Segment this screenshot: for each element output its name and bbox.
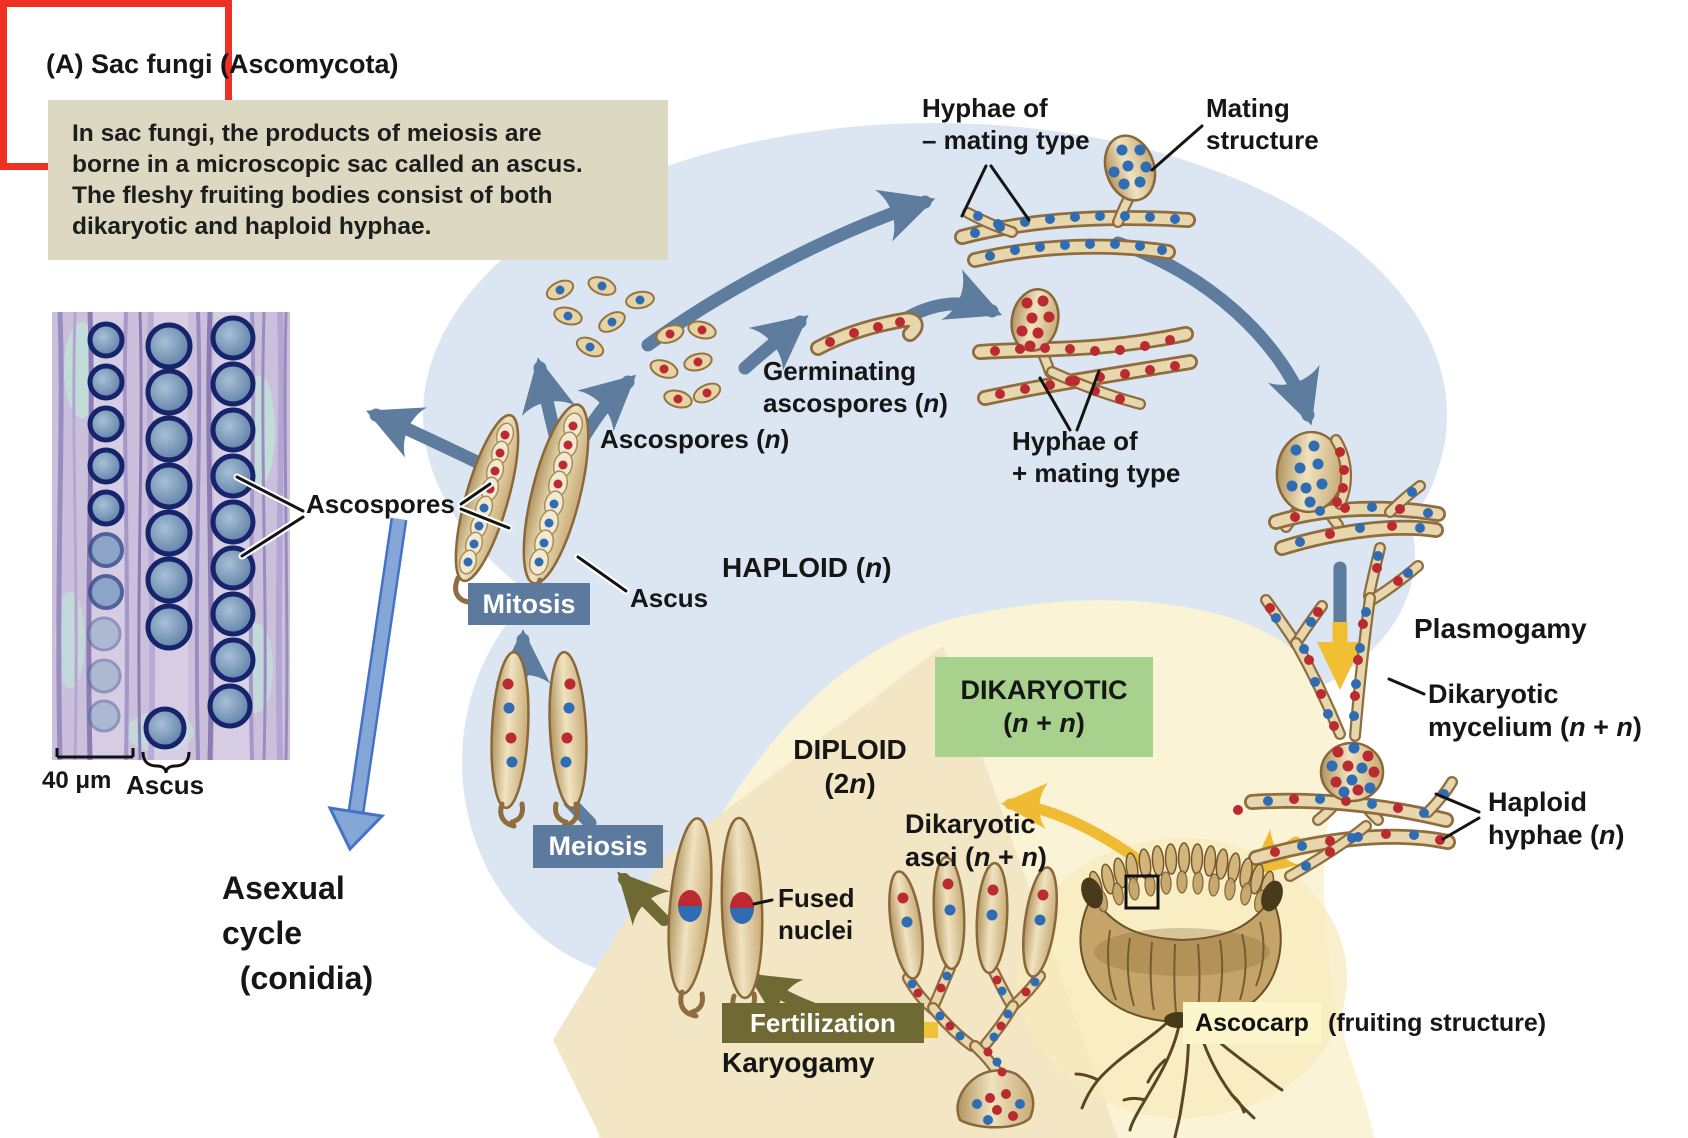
label-mating-structure: Mating structure [1206,93,1319,155]
meiosis-process-box: Meiosis [533,825,663,868]
pointer-lines [233,124,1481,906]
label-haploid-hyphae: Haploid hyphae (n) [1488,787,1625,850]
hyphae-minus-drawing [954,134,1196,268]
label-hyphae-plus-mating-type: Hyphae of + mating type [1012,426,1181,488]
dikaryotic-phase-text: DIKARYOTIC (n + n) [960,675,1128,738]
scale-bar-label: 40 μm [42,767,112,794]
asexual-cycle-arrow [327,517,408,852]
label-dikaryotic-asci: Dikaryotic asci (n + n) [905,809,1047,872]
dikaryotic-asci-drawing [888,855,1058,1129]
fertilization-gold-notch [920,1022,938,1038]
ascocarp-label-box: Ascocarp [1183,1002,1321,1044]
label-fruiting-structure: (fruiting structure) [1328,1009,1547,1037]
label-fused-nuclei: Fused nuclei [778,883,855,945]
germinating-chain-drawing [810,311,924,356]
mitosis-process-box: Mitosis [468,583,590,625]
label-plasmogamy: Plasmogamy [1414,613,1587,644]
label-ascus-scale: Ascus [126,770,205,800]
magnified-region-box [1124,874,1160,910]
dikaryotic-phase-box: DIKARYOTIC (n + n) [935,657,1153,757]
dikaryotic-mycelium-drawing [1233,542,1458,882]
label-ascospores-n: Ascospores (n) [600,424,790,454]
label-hyphae-minus-mating-type: Hyphae of – mating type [922,93,1090,155]
fusion-structure-drawing [1268,430,1446,556]
label-karyogamy: Karyogamy [722,1047,875,1078]
label-germinating-ascospores: Germinating ascospores (n) [763,356,948,418]
asci-with-ascospores-drawing [453,403,590,607]
figure-title: (A) Sac fungi (Ascomycota) [46,49,399,79]
label-diploid-phase: DIPLOID (2n) [793,734,907,800]
ascus-micrograph [52,312,290,774]
ascocarp-drawing [1074,842,1284,1138]
asci-four-nuclei-drawing [490,650,588,829]
fused-nuclei-asci-drawing [667,816,764,1021]
intro-text-box: In sac fungi, the products of meiosis ar… [48,100,668,261]
hyphae-plus-drawing [972,288,1198,410]
asexual-cycle-text: Asexual cycle (conidia) [222,870,374,996]
free-ascospores-drawing [545,276,722,409]
fertilization-process-box: Fertilization [722,1003,924,1043]
label-ascus: Ascus [630,583,709,613]
label-dikaryotic-mycelium: Dikaryotic mycelium (n + n) [1428,679,1642,742]
label-ascospores: Ascospores [306,489,455,519]
label-haploid-phase: HAPLOID (n) [722,552,892,583]
